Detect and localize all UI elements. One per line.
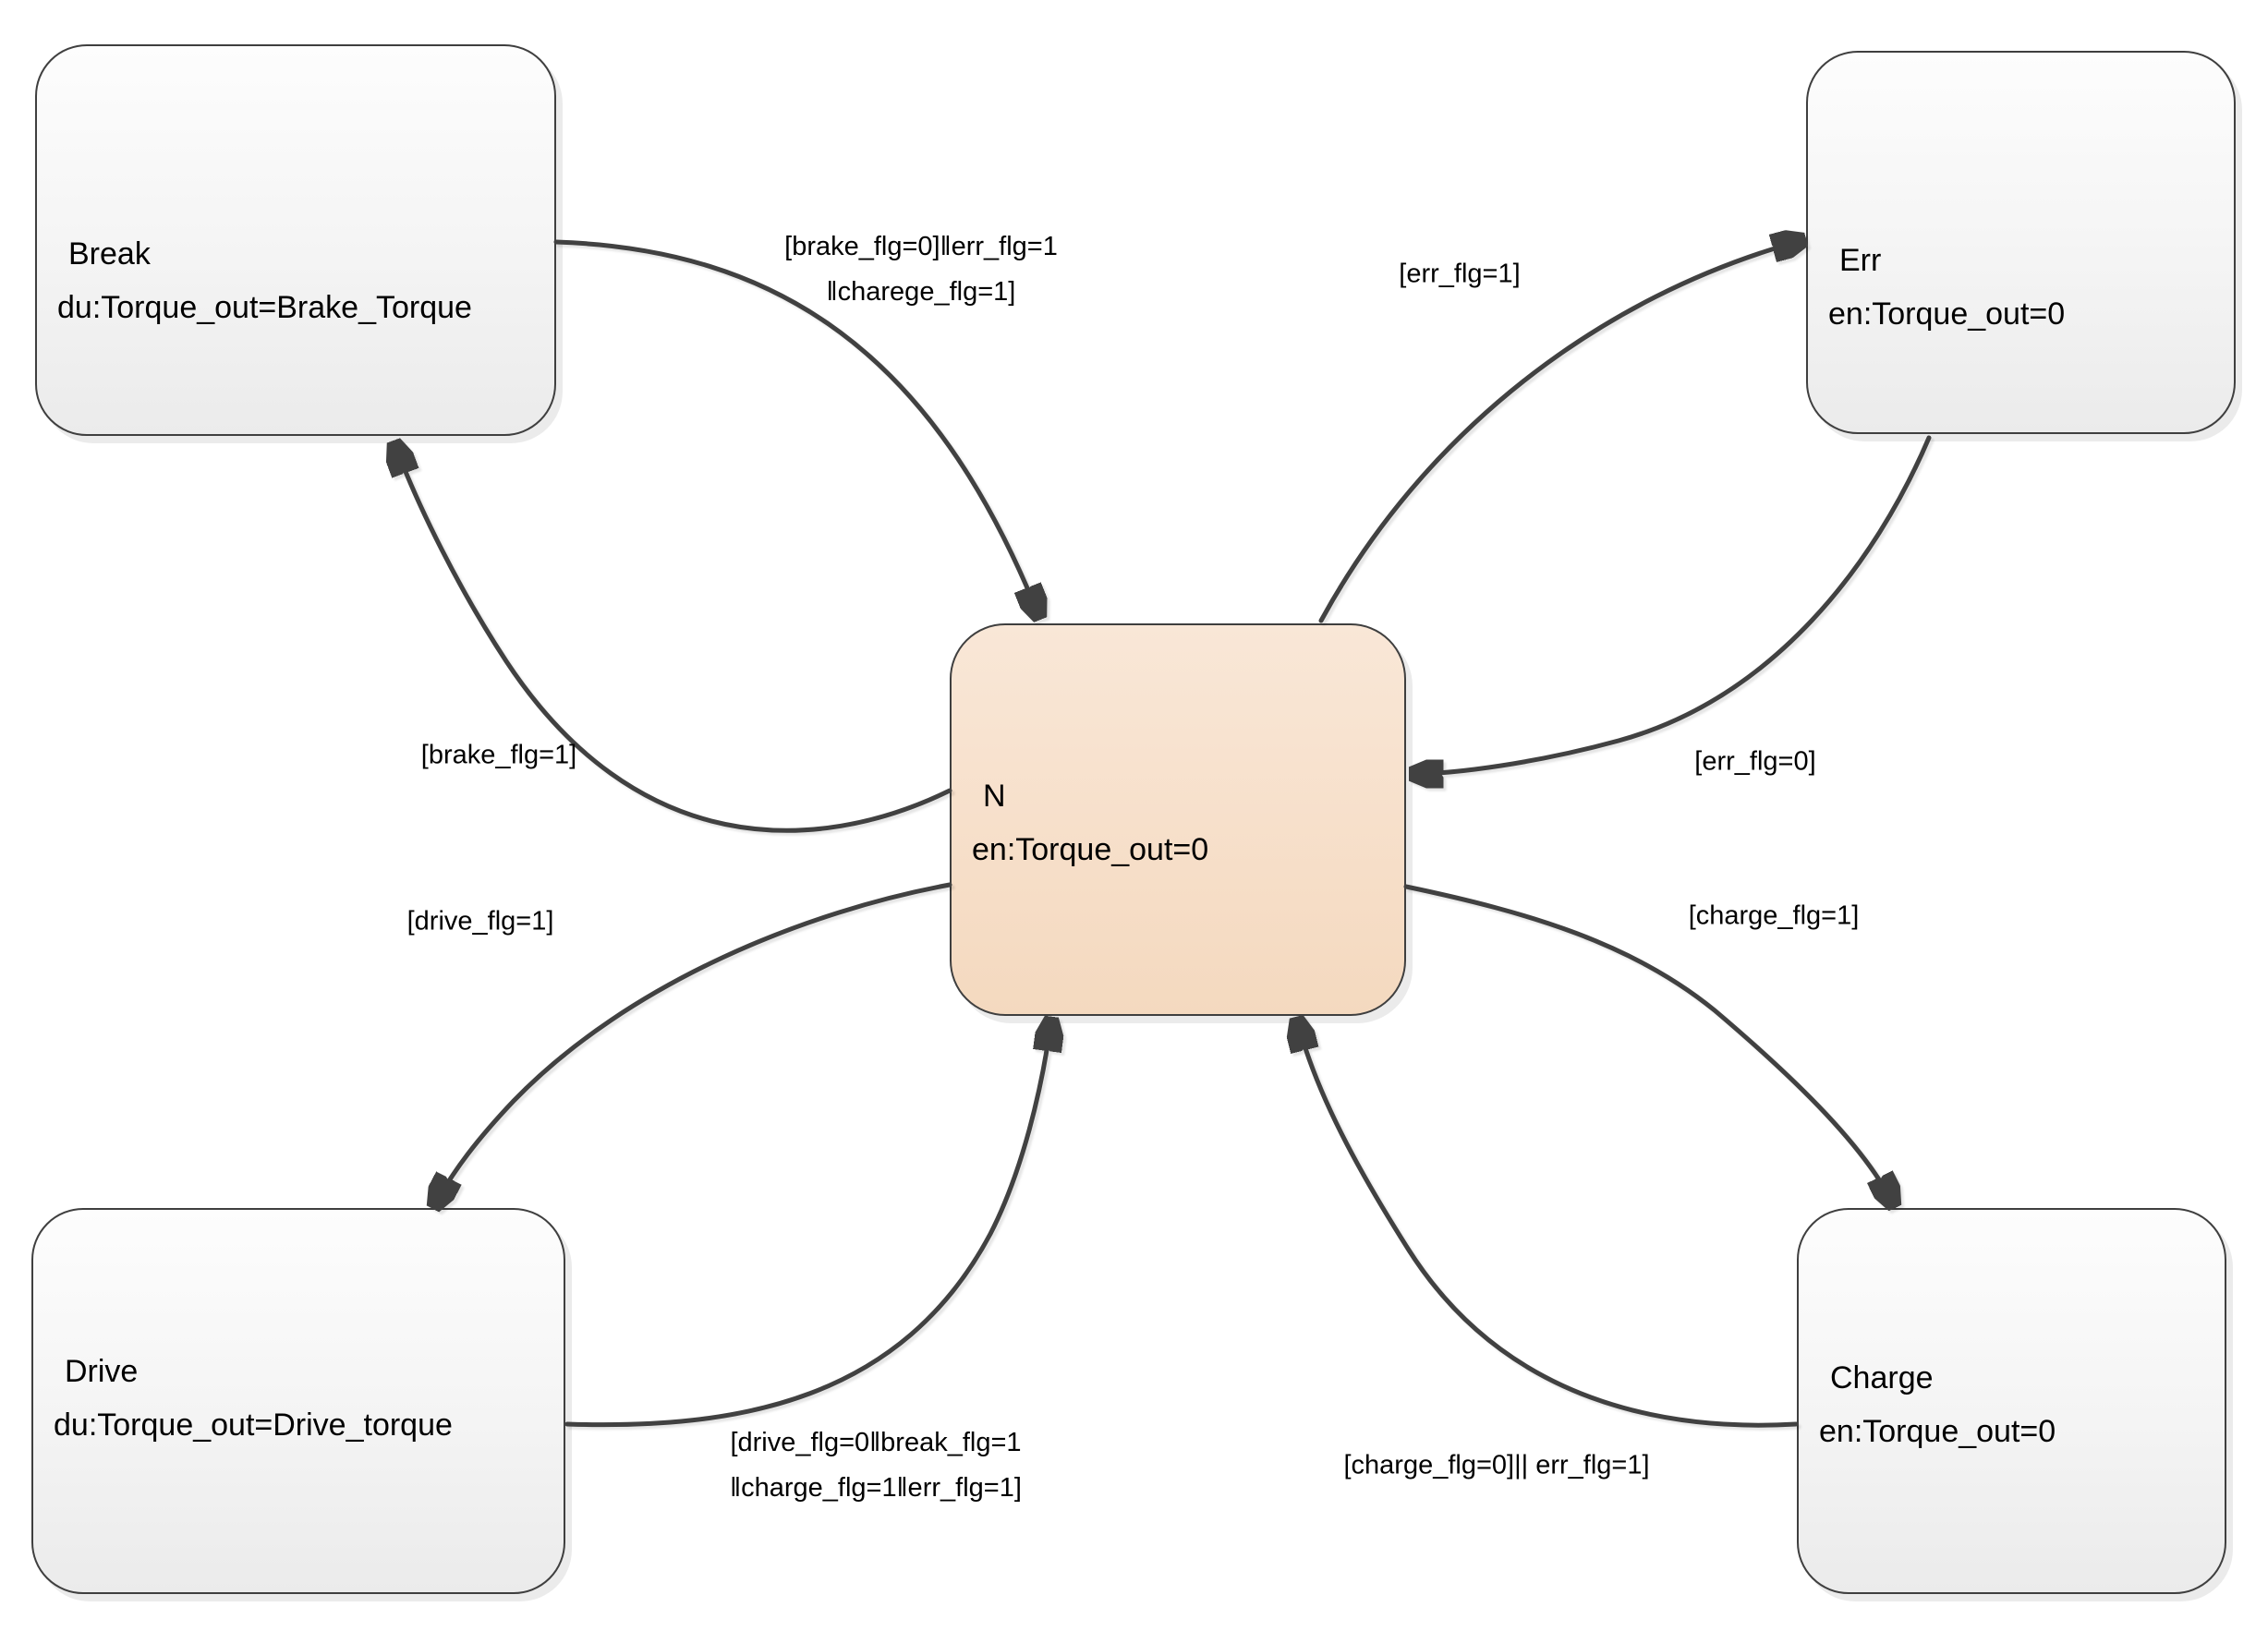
label-n-to-err[interactable]: [err_flg=1] bbox=[1399, 259, 1521, 289]
state-break-text: Break du:Torque_out=Brake_Torque bbox=[57, 227, 472, 334]
state-err[interactable]: Err en:Torque_out=0 bbox=[1806, 51, 2236, 434]
state-charge-action: en:Torque_out=0 bbox=[1819, 1414, 2056, 1449]
transition-n-to-drive-arrow[interactable] bbox=[434, 882, 952, 1206]
state-charge[interactable]: Charge en:Torque_out=0 bbox=[1797, 1208, 2226, 1594]
transition-charge-to-n-arrow[interactable] bbox=[1297, 1020, 1799, 1428]
label-drive-to-n-line1: [drive_flg=0‖break_flg=1 bbox=[730, 1428, 1022, 1457]
transition-drive-to-n-arrow[interactable] bbox=[564, 1020, 1051, 1428]
state-drive[interactable]: Drive du:Torque_out=Drive_torque bbox=[31, 1208, 565, 1594]
label-err-to-n[interactable]: [err_flg=0] bbox=[1694, 746, 1816, 777]
label-charge-to-n[interactable]: [charge_flg=0]|| err_flg=1] bbox=[1343, 1450, 1650, 1480]
state-n-title: N bbox=[983, 779, 1006, 814]
label-drive-to-n[interactable]: [drive_flg=0‖break_flg=1 ‖charge_flg=1‖e… bbox=[730, 1420, 1022, 1511]
state-n[interactable]: N en:Torque_out=0 bbox=[950, 623, 1406, 1016]
state-err-title: Err bbox=[1839, 243, 1882, 278]
state-break-title: Break bbox=[68, 236, 151, 272]
transition-n-to-break-arrow[interactable] bbox=[394, 443, 952, 833]
transition-n-to-charge-arrow[interactable] bbox=[1403, 884, 1894, 1205]
state-drive-action: du:Torque_out=Drive_torque bbox=[54, 1407, 453, 1443]
state-break[interactable]: Break du:Torque_out=Brake_Torque bbox=[35, 44, 556, 436]
state-err-action: en:Torque_out=0 bbox=[1828, 296, 2066, 332]
state-charge-title: Charge bbox=[1830, 1360, 1934, 1395]
state-n-text: N en:Torque_out=0 bbox=[972, 769, 1208, 876]
transition-err-to-n-arrow[interactable] bbox=[1412, 435, 1932, 774]
state-err-text: Err en:Torque_out=0 bbox=[1828, 234, 2065, 341]
transition-break-to-n-arrow[interactable] bbox=[553, 239, 1039, 617]
label-n-to-drive[interactable]: [drive_flg=1] bbox=[406, 906, 554, 936]
label-n-to-charge[interactable]: [charge_flg=1] bbox=[1688, 900, 1860, 931]
label-break-to-n[interactable]: [brake_flg=0]‖err_flg=1 ‖charege_flg=1] bbox=[784, 224, 1058, 315]
state-drive-text: Drive du:Torque_out=Drive_torque bbox=[54, 1345, 453, 1452]
state-break-action: du:Torque_out=Brake_Torque bbox=[57, 290, 472, 325]
label-n-to-break[interactable]: [brake_flg=1] bbox=[420, 740, 577, 770]
state-drive-title: Drive bbox=[65, 1354, 139, 1389]
label-drive-to-n-line2: ‖charge_flg=1‖err_flg=1] bbox=[730, 1473, 1022, 1503]
label-break-to-n-line1: [brake_flg=0]‖err_flg=1 bbox=[784, 232, 1058, 261]
state-n-action: en:Torque_out=0 bbox=[972, 832, 1209, 867]
label-break-to-n-line2: ‖charege_flg=1] bbox=[826, 277, 1016, 307]
transition-n-to-err-arrow[interactable] bbox=[1318, 240, 1803, 623]
state-charge-text: Charge en:Torque_out=0 bbox=[1819, 1351, 2056, 1458]
